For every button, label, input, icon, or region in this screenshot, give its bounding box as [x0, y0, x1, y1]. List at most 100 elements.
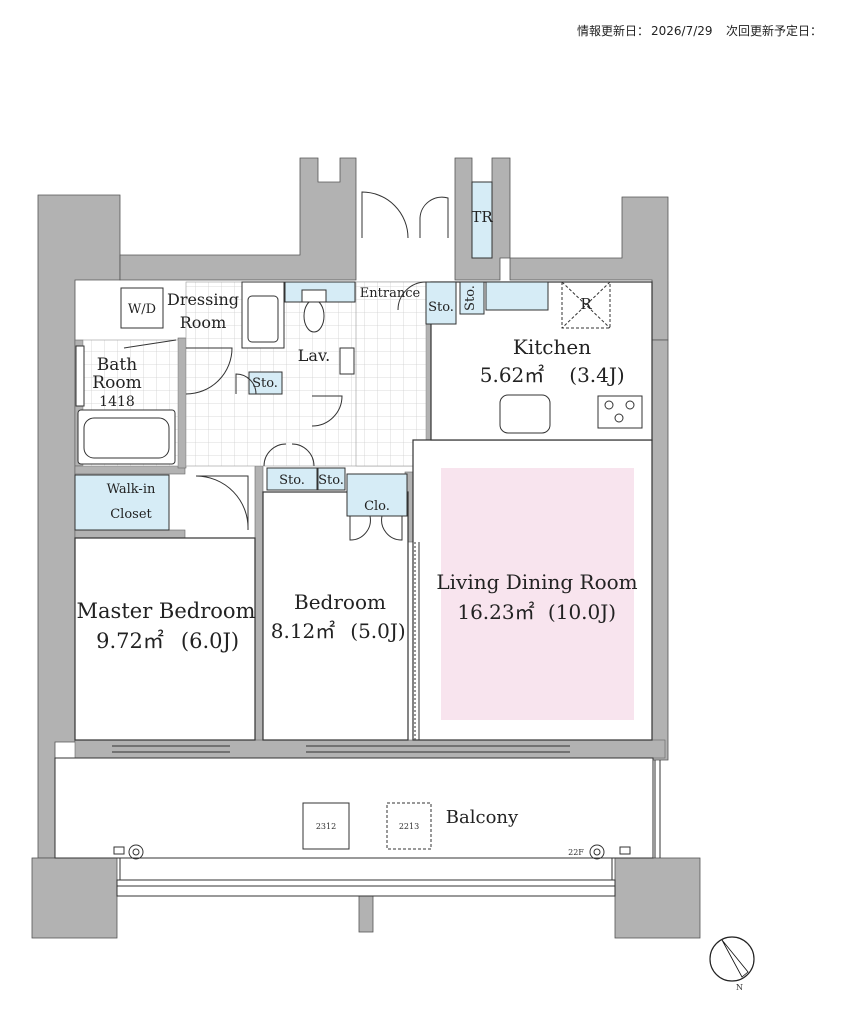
toilet-tank [301, 289, 327, 303]
bathtub [77, 409, 176, 465]
balcony [54, 757, 661, 897]
toilet [303, 299, 325, 333]
living-jo: (10.0J) [548, 600, 616, 624]
drain-left-inner [132, 848, 140, 856]
tile-floor-entrance [355, 281, 427, 467]
kitchen-sink [499, 394, 551, 434]
sto-hall-box-1 [266, 467, 318, 491]
sto-door-1 [263, 443, 287, 467]
update-info: 情報更新日：2026/7/29 次回更新予定日： [575, 22, 822, 39]
master-bedroom-jo: (6.0J) [181, 629, 239, 653]
clo-door-2 [381, 515, 403, 541]
dressing-door [185, 347, 233, 395]
drain-right [589, 844, 605, 860]
balcony-floor [54, 757, 654, 859]
wall-bath-right [177, 337, 187, 469]
walkin-box [74, 474, 170, 531]
entrance-door-main [361, 191, 409, 239]
update-date: 2026/7/29 [651, 24, 713, 38]
fridge-diag-2 [561, 281, 611, 329]
fridge-space [561, 281, 611, 329]
wall-bath-bottom [74, 465, 186, 475]
wall-right-column [651, 339, 669, 761]
lav-door [311, 395, 343, 427]
entrance-door-small [419, 196, 449, 238]
burner-1 [604, 400, 614, 410]
clo-door-1 [349, 515, 371, 541]
vent-left [113, 846, 125, 855]
walkin-line1: Walk-in [107, 482, 156, 497]
wd-label: W/D [128, 302, 156, 317]
num-2312: 2312 [316, 822, 336, 831]
clo-box [346, 473, 408, 517]
dressing-line2: Room [180, 313, 226, 332]
wall-bottom-left-block [31, 857, 118, 939]
washer-dryer [120, 287, 164, 329]
next-update-label: 次回更新予定日： [725, 24, 822, 38]
north-compass: N [709, 936, 755, 992]
master-bedroom-name: Master Bedroom [77, 599, 256, 623]
bedroom-name: Bedroom [294, 590, 386, 614]
fixtures [75, 281, 643, 465]
bedroom-area-text: 8.12㎡ [271, 619, 336, 643]
wall-closet-bottom [74, 529, 186, 539]
balcony-center-post [358, 895, 374, 933]
kitchen-area-text: 5.62㎡ [480, 363, 545, 387]
sto-kitchen-label: Sto. [463, 285, 478, 311]
sto-hall-label-2: Sto. [318, 473, 344, 488]
walkin-line2: Closet [110, 507, 152, 522]
floor-label: 22F [568, 848, 584, 857]
balcony-railing [116, 879, 616, 897]
vanity-sink [247, 295, 279, 343]
burner-2 [625, 400, 635, 410]
sto-kitchen-box [459, 281, 485, 315]
bath-shelf [75, 345, 85, 407]
sto-hall-label-1: Sto. [279, 473, 305, 488]
box-2213 [386, 802, 432, 850]
vent-right [619, 846, 631, 855]
entrance-label: Entrance [360, 286, 421, 301]
sto-hall-box-2 [317, 467, 346, 491]
tr-box [471, 181, 493, 259]
balcony-name: Balcony [446, 807, 519, 828]
compass-letter: N [736, 983, 743, 992]
living-area-text: 16.23㎡ [457, 600, 534, 624]
windows [112, 745, 570, 753]
update-date-label: 情報更新日： [576, 24, 649, 38]
sto-entrance-box [425, 281, 457, 325]
living-name: Living Dining Room [436, 570, 637, 594]
sto-entrance-door [397, 281, 427, 311]
walkin-door [195, 475, 249, 531]
kitchen-jo: (3.4J) [569, 363, 624, 387]
drain-right-inner [593, 848, 601, 856]
vanity-counter [241, 281, 285, 349]
small-labels: W/D Lav. Entrance TR Sto. Sto. Sto. Sto.… [128, 208, 592, 857]
compass-needle-light [721, 939, 749, 978]
sto-entrance-label: Sto. [428, 300, 454, 315]
doors [123, 191, 449, 740]
outer-walls [31, 157, 701, 939]
bath-size: 1418 [99, 394, 135, 410]
fridge-label: R [580, 295, 592, 313]
bathtub-inner [83, 417, 170, 459]
sto-dressing-label: Sto. [252, 376, 278, 391]
clo-label: Clo. [364, 499, 390, 514]
num-2213: 2213 [399, 822, 419, 831]
wall-master-right [254, 465, 264, 742]
burner-3 [614, 413, 624, 423]
tr-label: TR [471, 208, 493, 226]
wall-bottom-right-block [614, 857, 701, 939]
drain-left [128, 844, 144, 860]
sto-dressing-door [235, 373, 257, 395]
box-2312 [302, 802, 350, 850]
wall-facade-bottom [74, 739, 666, 759]
master-bedroom-area-text: 9.72㎡ [96, 629, 164, 653]
lav-sink [339, 347, 355, 375]
dressing-line1: Dressing [167, 290, 239, 309]
lav-label: Lav. [298, 346, 330, 365]
bedroom-area [262, 491, 409, 741]
fridge-diag-1 [561, 281, 611, 329]
kitchen-name: Kitchen [513, 335, 591, 359]
bath-line2: Room [92, 373, 141, 393]
